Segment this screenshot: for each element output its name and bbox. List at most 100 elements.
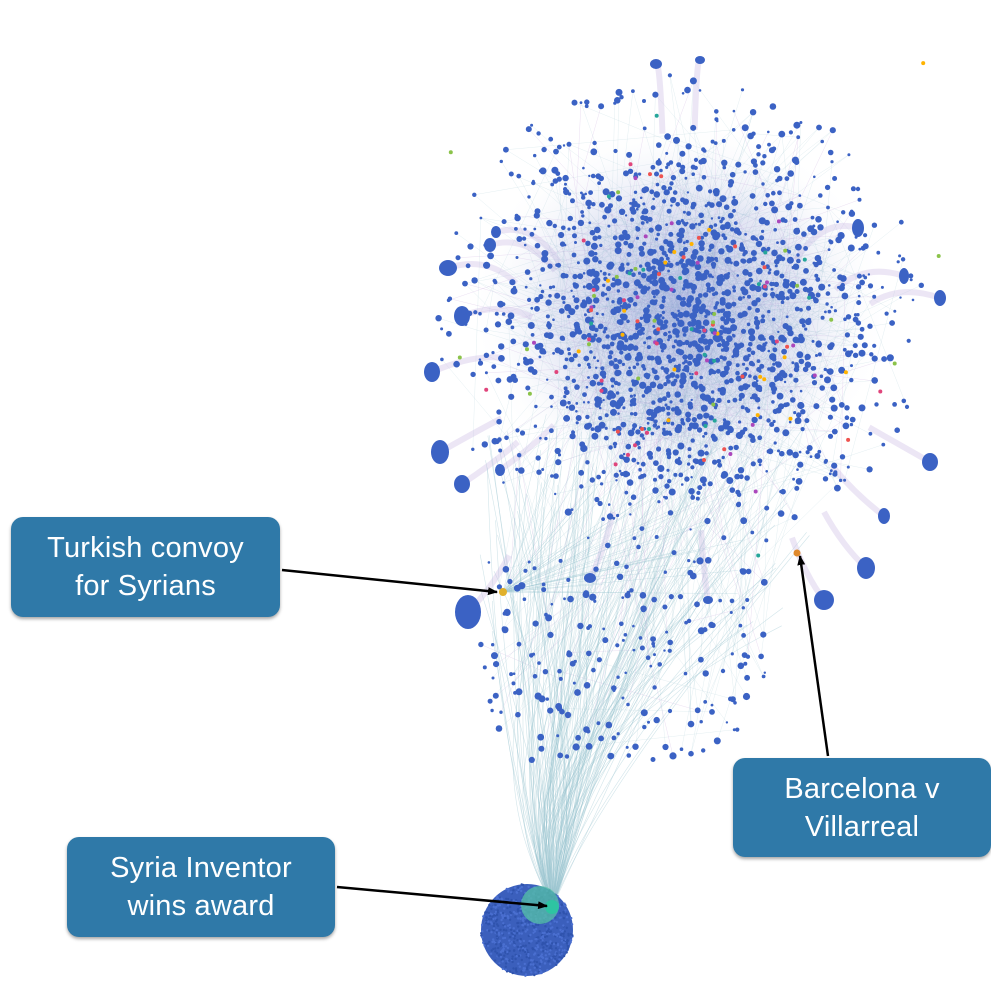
graph-node: [564, 711, 572, 719]
graph-node: [659, 314, 663, 317]
graph-node: [750, 350, 756, 356]
graph-node: [798, 450, 802, 454]
graph-node: [583, 313, 587, 317]
graph-node: [682, 361, 686, 365]
graph-node: [522, 944, 525, 947]
graph-node: [631, 204, 634, 207]
graph-node: [515, 256, 519, 259]
graph-node: [495, 725, 503, 732]
graph-node-highlight: [640, 427, 645, 431]
graph-node: [501, 916, 504, 920]
graph-node: [693, 359, 701, 367]
graph-edge: [489, 477, 748, 702]
graph-node: [513, 886, 517, 889]
graph-node: [522, 597, 527, 601]
graph-node: [594, 396, 601, 403]
graph-node: [652, 644, 656, 648]
graph-node: [704, 204, 708, 208]
graph-node: [621, 596, 625, 599]
graph-node: [554, 957, 557, 960]
graph-node-highlight: [581, 238, 586, 243]
graph-edge: [519, 455, 551, 635]
graph-node: [704, 451, 709, 456]
graph-edge: [630, 497, 634, 515]
graph-node: [688, 372, 692, 375]
graph-node: [652, 324, 656, 328]
graph-node: [512, 899, 515, 902]
graph-node: [685, 258, 693, 266]
graph-node: [663, 382, 668, 387]
graph-node: [506, 903, 510, 907]
graph-node: [588, 174, 591, 178]
graph-node: [686, 462, 691, 466]
graph-node: [508, 926, 512, 929]
graph-node: [662, 604, 668, 610]
graph-node-group: [650, 59, 662, 69]
graph-node: [695, 343, 701, 350]
graph-node: [706, 290, 709, 293]
graph-node: [668, 262, 674, 268]
graph-node: [545, 614, 553, 622]
graph-node: [694, 263, 702, 271]
graph-node: [730, 318, 736, 324]
graph-node: [670, 421, 675, 426]
graph-node: [838, 284, 845, 292]
graph-node: [607, 752, 614, 760]
graph-node: [829, 342, 835, 348]
graph-node: [528, 956, 531, 960]
graph-node: [530, 123, 534, 127]
graph-node: [507, 578, 513, 585]
graph-node: [769, 200, 775, 207]
graph-node: [719, 297, 726, 303]
graph-node: [769, 103, 777, 110]
graph-node: [618, 208, 626, 215]
graph-node: [771, 317, 776, 322]
graph-node: [638, 172, 642, 176]
graph-node: [506, 946, 510, 950]
graph-node: [519, 937, 522, 941]
graph-node: [618, 234, 625, 241]
graph-node-highlight: [659, 174, 664, 179]
graph-node: [799, 389, 803, 393]
graph-node: [711, 390, 715, 394]
graph-edge: [551, 576, 660, 906]
graph-node: [670, 174, 677, 181]
graph-node: [503, 954, 506, 957]
graph-node: [585, 199, 593, 207]
graph-node: [709, 202, 715, 208]
graph-node: [775, 361, 782, 368]
graph-node: [728, 696, 733, 702]
graph-node: [598, 735, 604, 742]
graph-node: [513, 944, 516, 947]
graph-node: [755, 307, 760, 313]
graph-node: [650, 757, 656, 762]
graph-node: [741, 633, 746, 638]
graph-node: [785, 203, 793, 211]
graph-node: [688, 750, 694, 757]
graph-edge: [512, 621, 554, 906]
graph-node: [640, 709, 648, 717]
graph-node: [556, 734, 560, 738]
graph-node: [503, 146, 509, 153]
graph-node: [695, 353, 703, 361]
graph-node: [702, 338, 709, 345]
graph-node: [647, 720, 650, 724]
graph-node: [516, 945, 519, 949]
callout-line: for Syrians: [75, 570, 216, 602]
graph-node: [686, 211, 691, 216]
graph-node: [843, 478, 847, 482]
graph-node-highlight: [589, 321, 594, 326]
graph-node-highlight: [645, 430, 649, 435]
graph-node: [538, 965, 542, 969]
graph-node: [783, 380, 787, 384]
graph-node: [529, 231, 535, 237]
graph-node: [670, 204, 673, 207]
graph-node: [542, 669, 549, 675]
graph-node: [585, 282, 593, 290]
graph-edge: [552, 590, 646, 906]
callout-syria-inventor: Syria Inventor wins award: [67, 837, 335, 937]
graph-node-highlight: [712, 358, 717, 363]
graph-node: [594, 327, 599, 333]
graph-node: [635, 326, 639, 331]
graph-node: [789, 389, 793, 393]
